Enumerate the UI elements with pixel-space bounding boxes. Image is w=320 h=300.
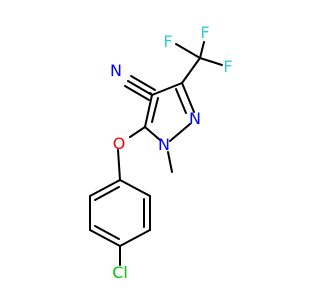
bond-cf3-f-top [199, 41, 205, 59]
atom-ring-n2: N [189, 109, 201, 128]
atom-fluorine-left: F [163, 32, 172, 51]
atom-ether-o: O [113, 134, 126, 153]
bond-ph-3 [119, 229, 151, 247]
atom-nitrile-n: N [110, 61, 122, 80]
bond-nitrile-1 [130, 75, 156, 91]
bond-c5-c4-double [151, 97, 159, 123]
atom-labels: N F F F N N O Cl [110, 23, 233, 282]
atom-chlorine: Cl [112, 263, 128, 282]
atom-fluorine-top: F [200, 23, 209, 42]
atom-fluorine-right: F [223, 57, 232, 76]
bond-ph-1 [119, 179, 151, 197]
bond-cf3-f-right [199, 57, 223, 66]
bond-ph-4-double [94, 225, 120, 240]
bond-c4-c3 [151, 82, 183, 96]
bond-n2-n1 [169, 123, 191, 142]
bond-c3-n2-double [175, 88, 187, 114]
bond-c5-c4 [144, 94, 153, 128]
bond-n1-c5 [144, 126, 161, 141]
bond-c5-o [129, 126, 146, 138]
bond-cf3-f-left [175, 43, 201, 59]
bond-nitrile-3 [124, 85, 150, 101]
bond-ph-4 [89, 229, 121, 247]
bond-nitrile-2 [127, 80, 153, 96]
bond-o-phenyl [117, 149, 121, 181]
bond-c3-cf3 [181, 57, 201, 84]
structure-canvas: N F F F N N O Cl [89, 23, 233, 282]
atom-ring-n1: N [158, 135, 170, 154]
bond-layer [89, 41, 223, 266]
bond-ph-6-double [94, 186, 120, 201]
molecule-diagram: N F F F N N O Cl [89, 23, 233, 282]
bond-ph-6 [89, 179, 121, 197]
bond-c3-n2 [181, 82, 195, 113]
bond-n1-methyl [167, 151, 173, 173]
